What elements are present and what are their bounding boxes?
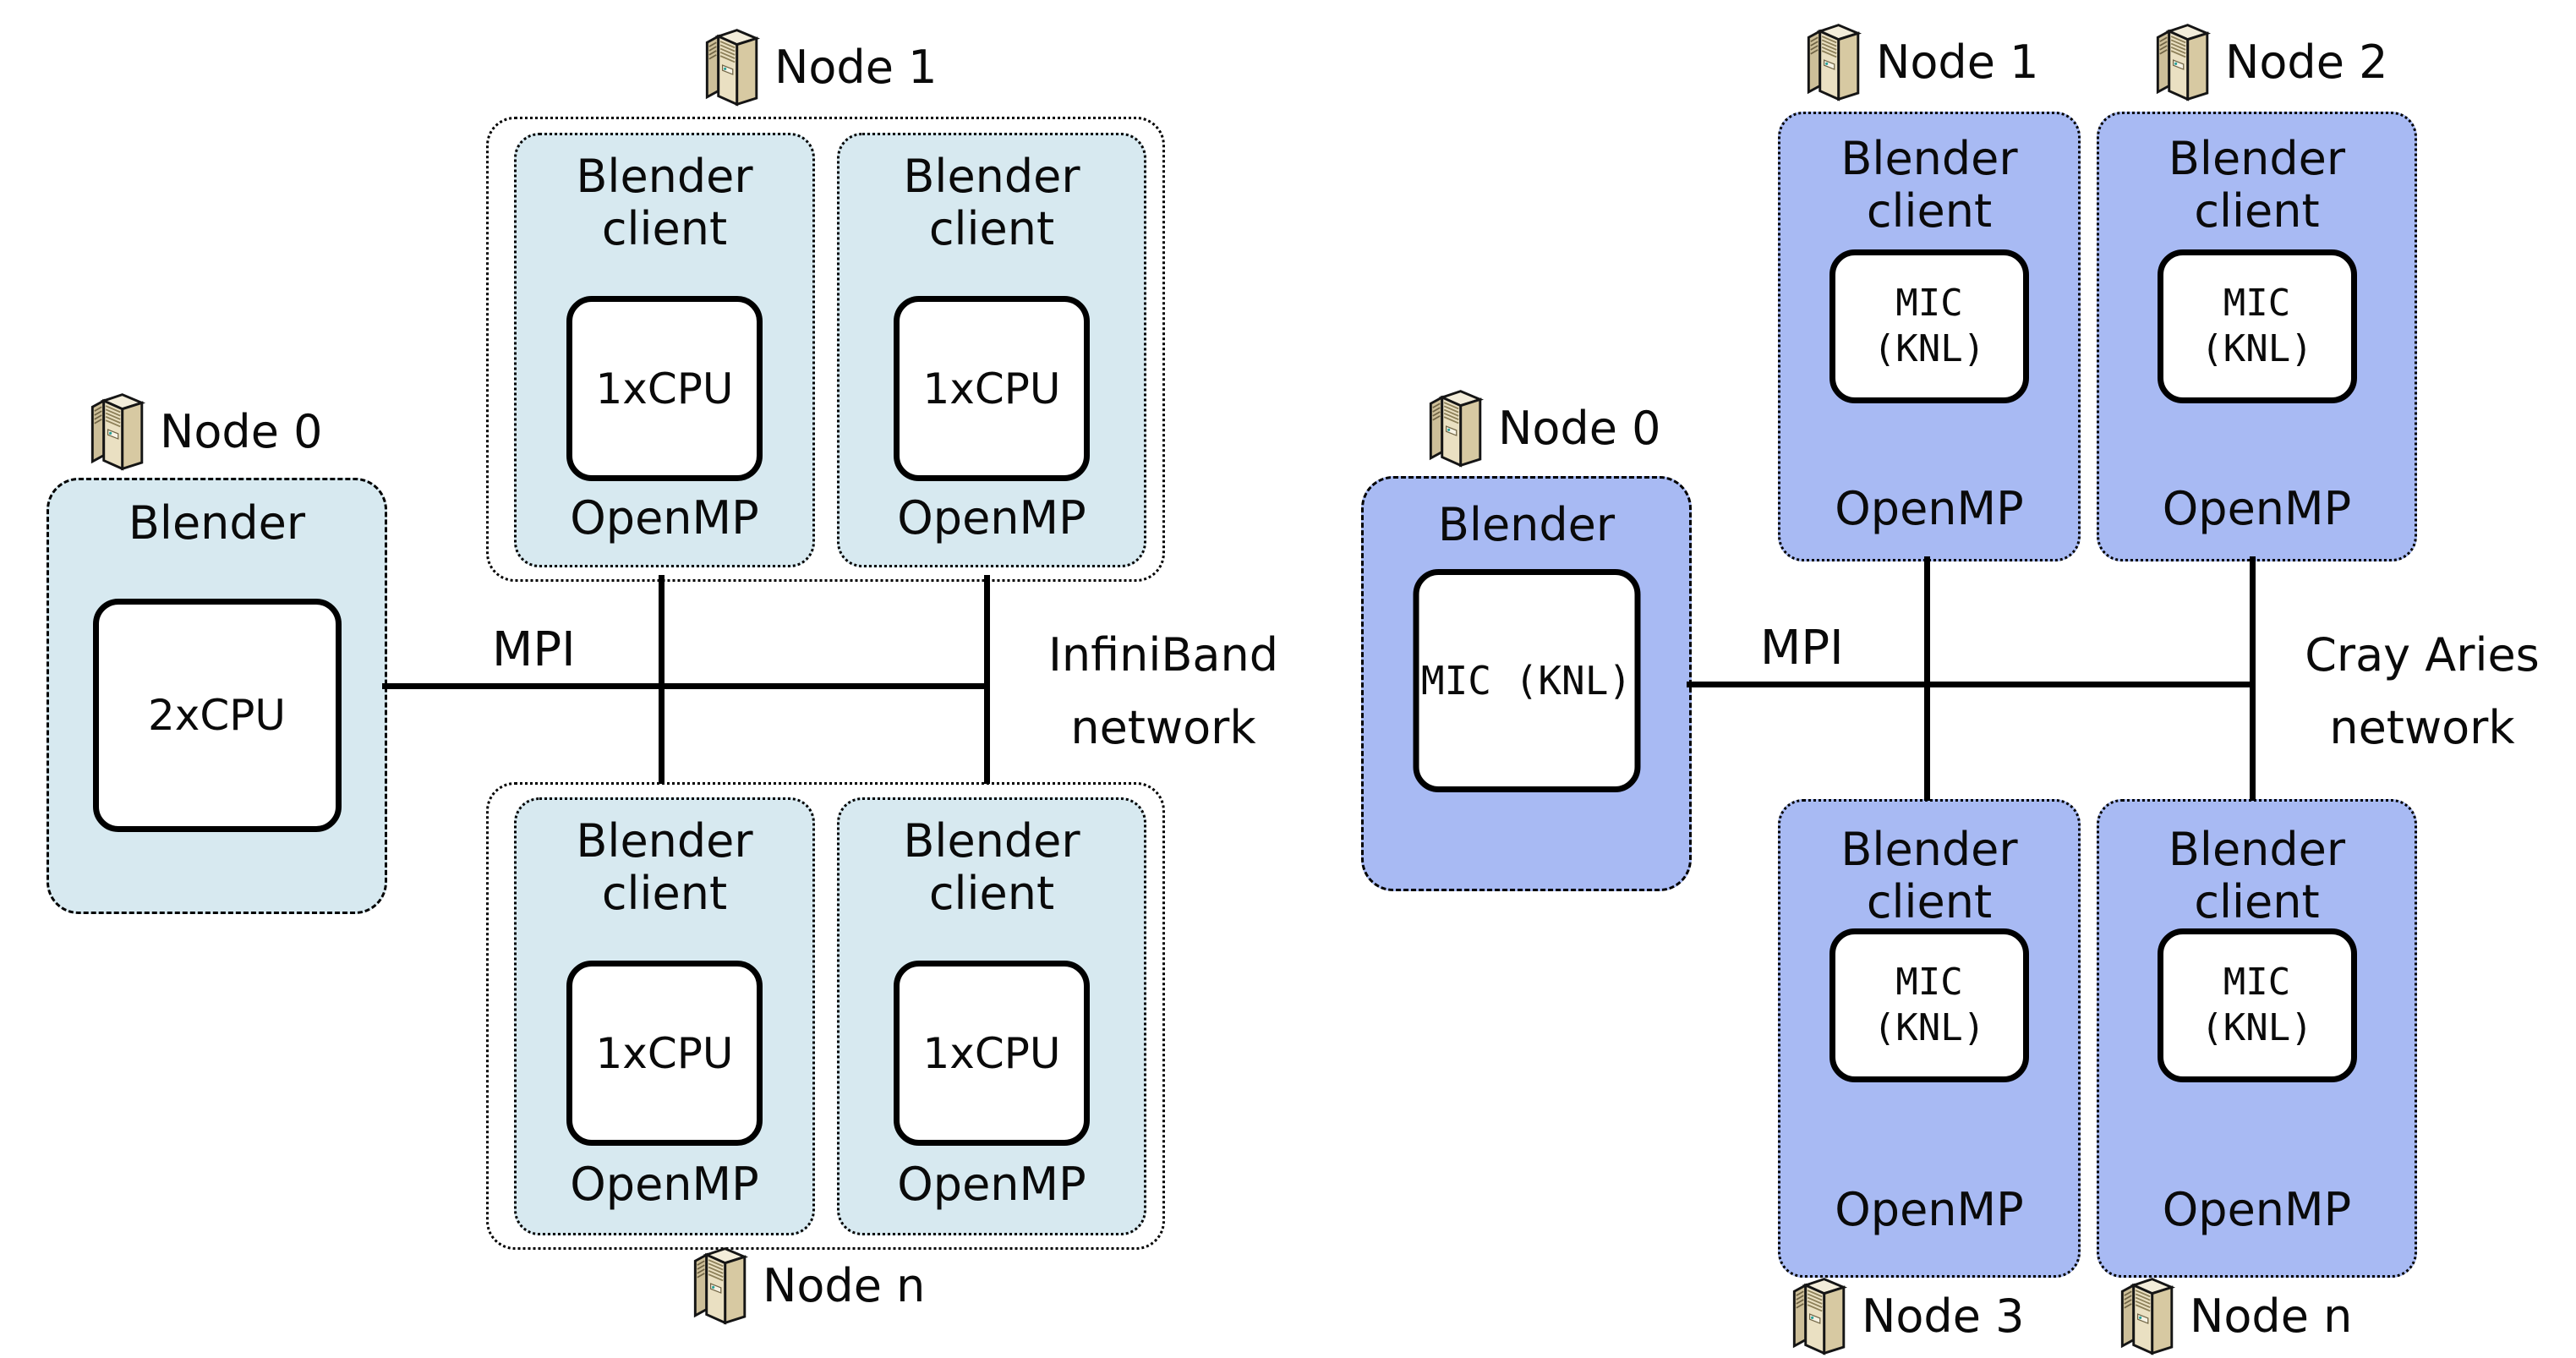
client-title: Blender client <box>2168 823 2346 928</box>
right-node1-label-text: Node 1 <box>1876 36 2039 89</box>
left-node0-app-title: Blender <box>128 496 306 550</box>
right-node0-device-box: MIC (KNL) <box>1413 569 1640 792</box>
right-node1-label: Node 1 <box>1803 22 2038 102</box>
client-runtime-label: OpenMP <box>897 1158 1086 1211</box>
left-node0-label: Node 0 <box>87 392 322 472</box>
client-device-box: 1xCPU <box>894 961 1090 1146</box>
client-runtime-label: OpenMP <box>1835 1183 2024 1236</box>
right-connector-vline-1 <box>1924 556 1930 801</box>
left-node1-label: Node 1 <box>702 27 937 107</box>
client-device-box: MIC (KNL) <box>1829 928 2029 1082</box>
left-node0-label-text: Node 0 <box>160 405 323 458</box>
client-device-box: 1xCPU <box>566 296 763 481</box>
left-connector-vline-1 <box>659 575 665 784</box>
right-noden-label: Node n <box>2117 1276 2352 1356</box>
left-top-node-group <box>486 117 1165 582</box>
client-title: Blender client <box>903 814 1080 920</box>
left-client-3: Blender client 1xCPU OpenMP <box>514 797 815 1235</box>
right-node0-box: Blender MIC (KNL) <box>1361 476 1692 891</box>
client-runtime-label: OpenMP <box>2162 482 2352 535</box>
right-connector-hline <box>1687 682 2253 687</box>
client-runtime-label: OpenMP <box>897 491 1086 545</box>
right-network-label: Cray Aries network <box>2305 628 2540 754</box>
left-node0-box: Blender 2xCPU <box>46 478 387 914</box>
client-title: Blender client <box>1840 132 2018 238</box>
left-noden-label: Node n <box>690 1246 925 1326</box>
client-device-box: 1xCPU <box>894 296 1090 481</box>
client-title: Blender client <box>903 150 1080 255</box>
left-client-4: Blender client 1xCPU OpenMP <box>837 797 1146 1235</box>
client-device-text: MIC (KNL) <box>2201 282 2313 370</box>
right-node0-device-text: MIC (KNL) <box>1420 658 1633 704</box>
left-noden-label-text: Node n <box>763 1259 926 1312</box>
right-client-3: Blender client MIC (KNL) OpenMP <box>1778 799 2081 1278</box>
client-device-text: 1xCPU <box>595 1028 734 1078</box>
server-icon <box>1792 1278 1846 1355</box>
right-connector-vline-2 <box>2250 556 2256 801</box>
left-node0-device-box: 2xCPU <box>92 599 342 832</box>
client-runtime-label: OpenMP <box>570 1158 759 1211</box>
server-icon <box>693 1247 747 1324</box>
right-node2-label: Node 2 <box>2152 22 2387 102</box>
right-node0-app-title: Blender <box>1437 498 1616 551</box>
client-title: Blender client <box>576 150 753 255</box>
client-device-text: MIC (KNL) <box>1873 961 1986 1049</box>
server-icon <box>705 29 758 106</box>
server-icon <box>1807 24 1860 101</box>
left-mpi-label: MPI <box>492 622 576 677</box>
client-device-text: 1xCPU <box>922 1028 1061 1078</box>
right-client-1: Blender client MIC (KNL) OpenMP <box>1778 112 2081 561</box>
client-device-box: 1xCPU <box>566 961 763 1146</box>
right-client-4: Blender client MIC (KNL) OpenMP <box>2097 799 2417 1278</box>
left-connector-hline <box>382 683 990 689</box>
client-device-text: MIC (KNL) <box>1873 282 1986 370</box>
right-node3-label-text: Node 3 <box>1862 1290 2025 1343</box>
left-connector-vline-2 <box>984 575 990 784</box>
right-node3-label: Node 3 <box>1789 1276 2024 1356</box>
server-icon <box>90 393 144 470</box>
client-runtime-label: OpenMP <box>1835 482 2024 535</box>
right-node0-label-text: Node 0 <box>1498 402 1661 455</box>
server-icon <box>2120 1278 2174 1355</box>
right-node0-label: Node 0 <box>1425 388 1660 468</box>
client-title: Blender client <box>1840 823 2018 928</box>
client-title: Blender client <box>576 814 753 920</box>
client-title: Blender client <box>2168 132 2346 238</box>
client-device-box: MIC (KNL) <box>1829 249 2029 403</box>
client-runtime-label: OpenMP <box>570 491 759 545</box>
left-client-2: Blender client 1xCPU OpenMP <box>837 133 1146 567</box>
client-device-text: MIC (KNL) <box>2201 961 2313 1049</box>
left-node0-device-text: 2xCPU <box>147 691 287 740</box>
left-client-1: Blender client 1xCPU OpenMP <box>514 133 815 567</box>
right-node2-label-text: Node 2 <box>2225 36 2388 89</box>
client-device-box: MIC (KNL) <box>2157 249 2357 403</box>
right-client-2: Blender client MIC (KNL) OpenMP <box>2097 112 2417 561</box>
client-runtime-label: OpenMP <box>2162 1183 2352 1236</box>
client-device-text: 1xCPU <box>595 364 734 413</box>
right-noden-label-text: Node n <box>2190 1290 2353 1343</box>
server-icon <box>2156 24 2209 101</box>
client-device-text: 1xCPU <box>922 364 1061 413</box>
left-bottom-node-group <box>486 782 1165 1250</box>
server-icon <box>1429 390 1482 467</box>
left-node1-label-text: Node 1 <box>774 41 938 94</box>
client-device-box: MIC (KNL) <box>2157 928 2357 1082</box>
right-mpi-label: MPI <box>1760 621 1844 676</box>
left-network-label: InfiniBand network <box>1047 628 1279 754</box>
